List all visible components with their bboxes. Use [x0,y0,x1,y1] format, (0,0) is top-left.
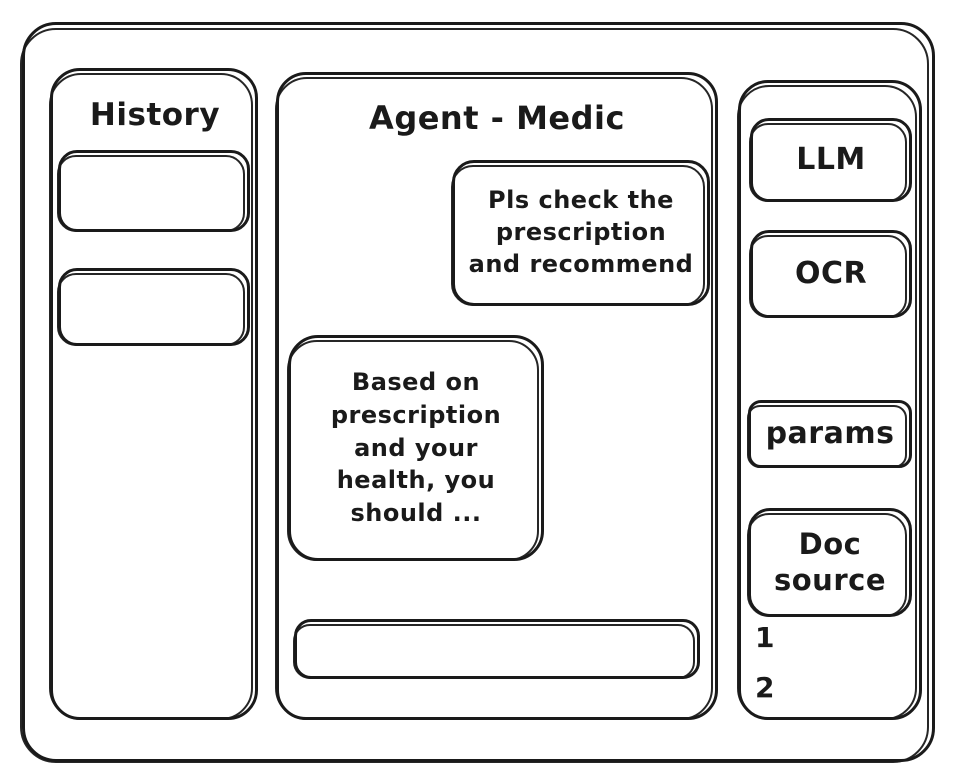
tool-button-label: LLM [796,141,866,177]
tool-button-doc-source[interactable]: Doc source [747,508,912,617]
agent-message-bubble: Based on prescription and your health, y… [287,335,544,561]
tool-button-label: Doc source [774,527,886,597]
history-panel-title: History [89,97,221,133]
history-list-item[interactable] [57,268,250,346]
tool-button-params[interactable]: params [747,400,912,468]
doc-source-list-item[interactable]: 1 [755,621,775,654]
tool-button-label: params [765,415,895,451]
user-message-text: Pls check the prescription and recommend [468,186,694,278]
message-composer-input[interactable] [293,619,700,679]
doc-source-list-item[interactable]: 2 [755,671,775,704]
tool-button-llm[interactable]: LLM [749,118,912,202]
agent-message-text: Based on prescription and your health, y… [330,368,502,527]
tool-button-ocr[interactable]: OCR [749,230,912,318]
user-message-bubble: Pls check the prescription and recommend [451,160,710,306]
page-title: Agent - Medic [369,99,625,137]
history-list-item[interactable] [57,150,250,232]
tool-button-label: OCR [794,255,868,291]
